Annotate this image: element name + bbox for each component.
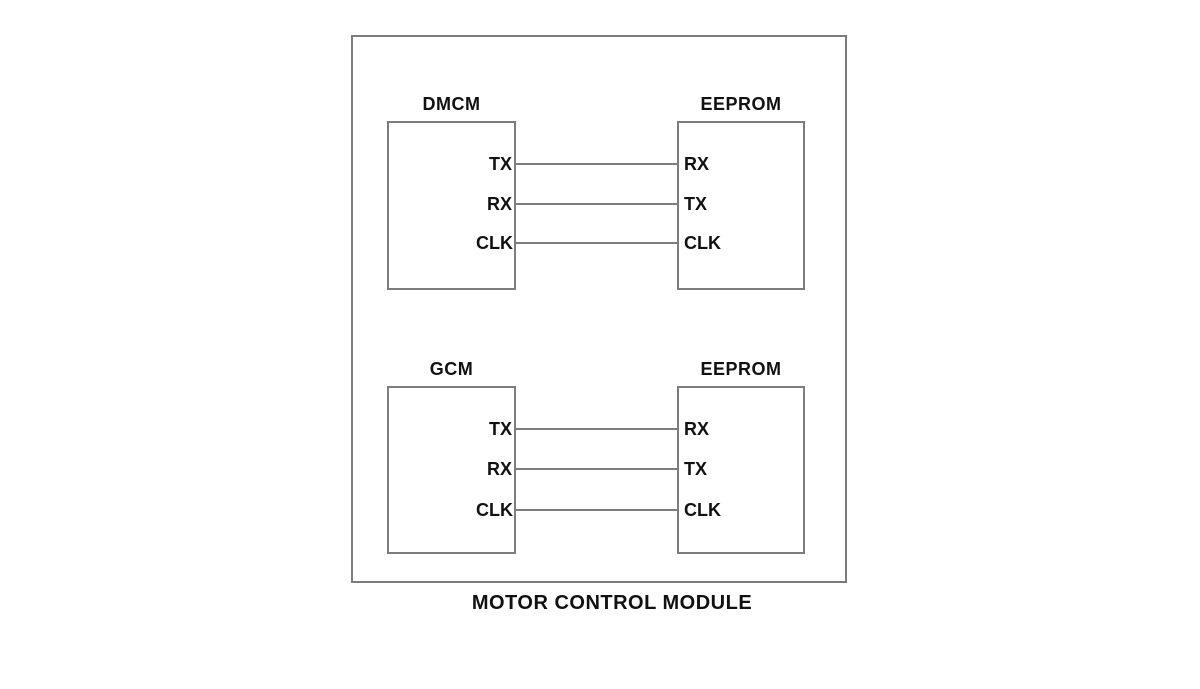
- wire-gcm-tx-eeprom-rx: [514, 428, 679, 430]
- eeprom-top-pin-rx: RX: [684, 154, 710, 174]
- motor-control-module-outline: [351, 35, 847, 583]
- gcm-pin-clk: CLK: [476, 500, 513, 520]
- dmcm-pin-clk: CLK: [476, 233, 513, 253]
- eeprom-top-title: EEPROM: [700, 94, 782, 114]
- wire-dmcm-clk-eeprom-clk: [514, 242, 679, 244]
- dmcm-box: [387, 121, 516, 290]
- eeprom-bottom-pin-rx: RX: [684, 419, 710, 439]
- eeprom-bottom-pin-clk: CLK: [684, 500, 721, 520]
- eeprom-bottom-pin-tx: TX: [684, 459, 708, 479]
- eeprom-bottom-title: EEPROM: [700, 359, 782, 379]
- eeprom-top-pin-tx: TX: [684, 194, 708, 214]
- wire-dmcm-rx-eeprom-tx: [514, 203, 679, 205]
- dmcm-pin-rx: RX: [486, 194, 512, 214]
- module-caption: MOTOR CONTROL MODULE: [471, 592, 753, 614]
- wire-gcm-clk-eeprom-clk: [514, 509, 679, 511]
- wire-dmcm-tx-eeprom-rx: [514, 163, 679, 165]
- gcm-title: GCM: [429, 359, 474, 379]
- eeprom-bottom-box: [677, 386, 805, 554]
- dmcm-pin-tx: TX: [488, 154, 512, 174]
- eeprom-top-pin-clk: CLK: [684, 233, 721, 253]
- dmcm-title: DMCM: [422, 94, 481, 114]
- wire-gcm-rx-eeprom-tx: [514, 468, 679, 470]
- gcm-pin-rx: RX: [486, 459, 512, 479]
- gcm-pin-tx: TX: [488, 419, 512, 439]
- gcm-box: [387, 386, 516, 554]
- eeprom-top-box: [677, 121, 805, 290]
